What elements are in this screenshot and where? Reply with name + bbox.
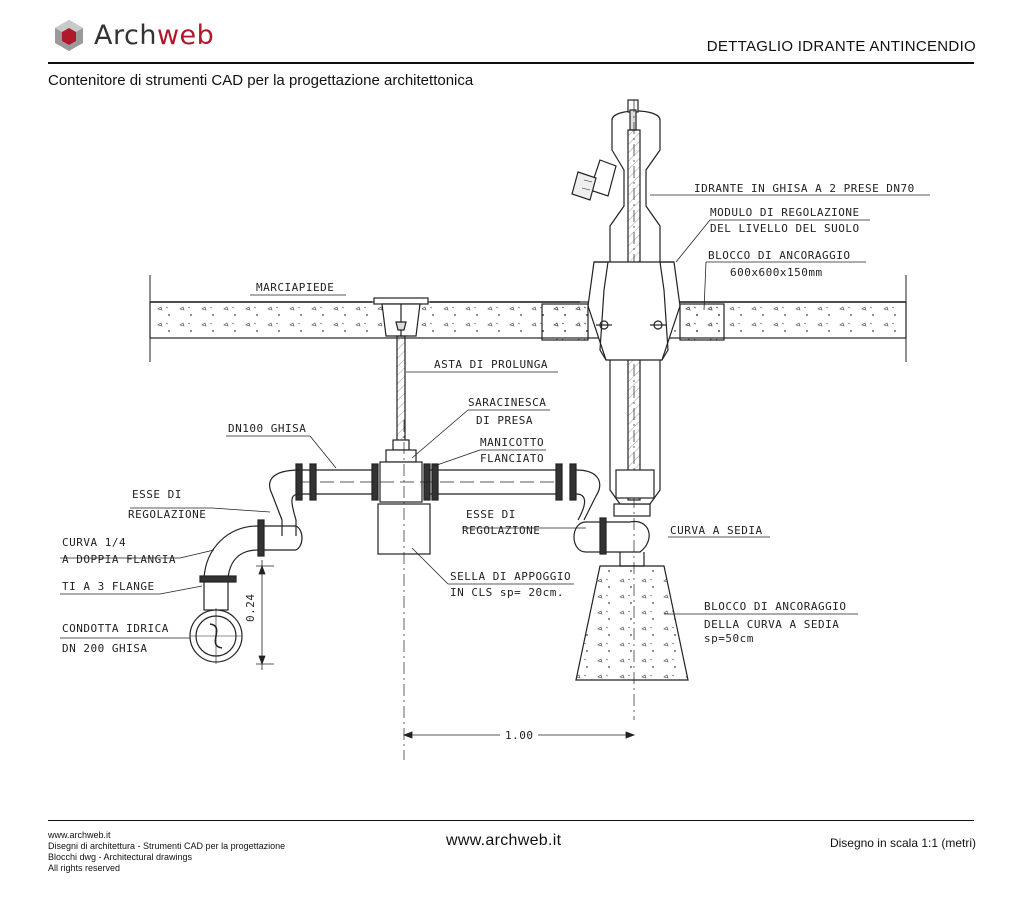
valve-box: [373, 297, 429, 337]
page-subtitle: Contenitore di strumenti CAD per la prog…: [48, 72, 474, 89]
label-esse-right-1: ESSE DI: [466, 508, 516, 521]
label-esse-left-1: ESSE DI: [132, 488, 182, 501]
label-esse-right-2: REGOLAZIONE: [462, 524, 540, 537]
footer-line-3: Blocchi dwg - Architectural drawings: [48, 852, 193, 862]
leader-lines: [60, 194, 930, 639]
footer-website-link[interactable]: www.archweb.it: [446, 832, 562, 849]
archweb-cube-icon: [55, 20, 83, 51]
logo-wordmark: Archweb: [94, 20, 214, 51]
label-sella-1: SELLA DI APPOGGIO: [450, 570, 571, 583]
quarter-bend: [199, 525, 259, 583]
logo-text-arch: Arch: [94, 19, 157, 51]
label-saracinesca-1: SARACINESCA: [468, 396, 546, 409]
label-ti: TI A 3 FLANGE: [62, 580, 155, 593]
dim-100-mask: [500, 728, 538, 742]
label-sella-2: IN CLS sp= 20cm.: [450, 586, 564, 599]
water-main-section: [189, 581, 243, 664]
label-blocco-top-2: 600x600x150mm: [730, 266, 823, 279]
footer-line-4: All rights reserved: [48, 863, 121, 873]
label-dim-024: 0.24: [244, 594, 257, 623]
footer-credits: www.archweb.it Disegni di architettura -…: [48, 830, 285, 874]
label-dim-100: 1.00: [505, 729, 534, 742]
right-offset-fitting: [573, 469, 607, 555]
page-title: DETTAGLIO IDRANTE ANTINCENDIO: [706, 38, 976, 55]
anchor-block-right: [679, 303, 725, 341]
anchor-block-left: [541, 303, 589, 341]
left-offset-fitting: [257, 469, 303, 557]
footer-line-2: Disegni di architettura - Strumenti CAD …: [48, 841, 286, 851]
label-blocco-bot-1: BLOCCO DI ANCORAGGIO: [704, 600, 846, 613]
logo-text-web: web: [156, 19, 215, 51]
label-dn100: DN100 GHISA: [228, 422, 306, 435]
label-blocco-bot-3: sp=50cm: [704, 632, 754, 645]
label-esse-left-2: REGOLAZIONE: [128, 508, 206, 521]
footer-line-1: www.archweb.it: [48, 830, 111, 840]
level-adjust-module: [587, 261, 681, 361]
label-blocco-bot-2: DELLA CURVA A SEDIA: [704, 618, 839, 631]
label-modulo-1: MODULO DI REGOLAZIONE: [710, 206, 860, 219]
label-curva-sedia: CURVA A SEDIA: [670, 524, 763, 537]
label-manicotto-2: FLANCIATO: [480, 452, 544, 465]
header-rule: [48, 62, 974, 64]
label-condotta-1: CONDOTTA IDRICA: [62, 622, 169, 635]
gate-valve: [371, 449, 431, 503]
footer-rule: [48, 820, 974, 821]
label-condotta-2: DN 200 GHISA: [62, 642, 147, 655]
label-asta: ASTA DI PROLUNGA: [434, 358, 548, 371]
extension-rod: [392, 335, 410, 451]
label-modulo-2: DEL LIVELLO DEL SUOLO: [710, 222, 860, 235]
label-curva14-1: CURVA 1/4: [62, 536, 126, 549]
label-marciapiede: MARCIAPIEDE: [256, 281, 334, 294]
dimension-024: [256, 560, 274, 670]
footer-scale: Disegno in scala 1:1 (metri): [829, 836, 976, 850]
thrust-block: [575, 565, 689, 681]
seat-bend: [606, 503, 651, 567]
label-manicotto-1: MANICOTTO: [480, 436, 544, 449]
label-idrante: IDRANTE IN GHISA A 2 PRESE DN70: [694, 182, 915, 195]
archweb-logo: Archweb: [52, 18, 214, 52]
label-saracinesca-2: DI PRESA: [476, 414, 533, 427]
sidewalk-slab: [149, 275, 907, 362]
main-pipe-dn100: [295, 463, 577, 501]
label-curva14-2: A DOPPIA FLANGIA: [62, 553, 176, 566]
label-blocco-top-1: BLOCCO DI ANCORAGGIO: [708, 249, 850, 262]
